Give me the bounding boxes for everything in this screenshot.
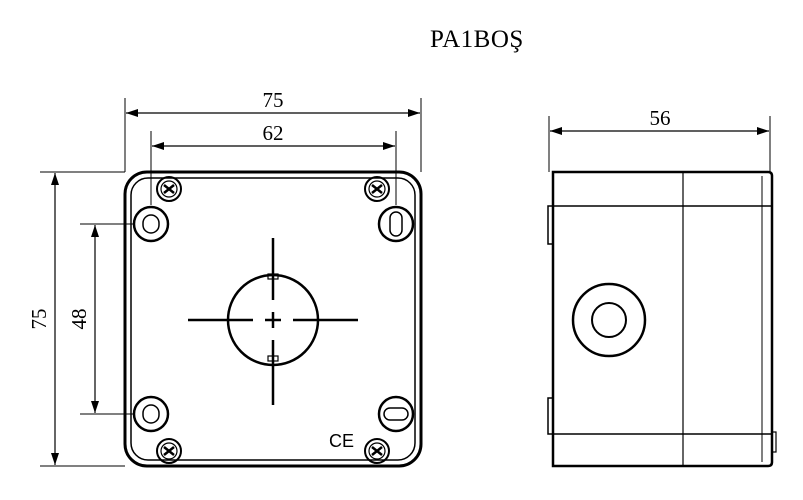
front-lid-outline xyxy=(130,177,416,461)
dimension-hole-spacing: 62 xyxy=(150,121,397,205)
screw-top-right xyxy=(364,176,390,202)
dimension-front-width-label: 75 xyxy=(263,88,284,112)
ce-mark: CE xyxy=(329,431,354,451)
dimension-front-height-label: 75 xyxy=(27,309,51,330)
dimension-front-height: 75 xyxy=(27,171,125,467)
screw-bottom-left xyxy=(156,438,182,464)
screw-bottom-right xyxy=(364,438,390,464)
mounting-slot-bottom-right xyxy=(377,395,415,433)
side-view: 56 xyxy=(547,106,777,468)
mounting-slot-top-right xyxy=(377,205,415,243)
drawing-title: PA1BOŞ xyxy=(430,26,524,53)
side-cable-gland-inner xyxy=(591,302,627,338)
dimension-vertical-spacing: 48 xyxy=(67,223,135,415)
front-outer-outline xyxy=(123,170,423,468)
center-lines xyxy=(188,238,358,405)
side-cable-gland-outer xyxy=(571,282,647,358)
front-view: CE 75 62 75 48 xyxy=(27,88,423,468)
dimension-hole-spacing-label: 62 xyxy=(263,121,284,145)
dimension-front-width: 75 xyxy=(124,88,422,172)
mounting-slot-top-left xyxy=(132,205,170,243)
side-body-outline xyxy=(551,170,774,468)
dimension-side-depth-label: 56 xyxy=(650,106,671,130)
screw-top-left xyxy=(156,176,182,202)
mounting-slot-bottom-left xyxy=(132,395,170,433)
dimension-vertical-spacing-label: 48 xyxy=(67,309,91,330)
dimension-side-depth: 56 xyxy=(548,106,771,172)
